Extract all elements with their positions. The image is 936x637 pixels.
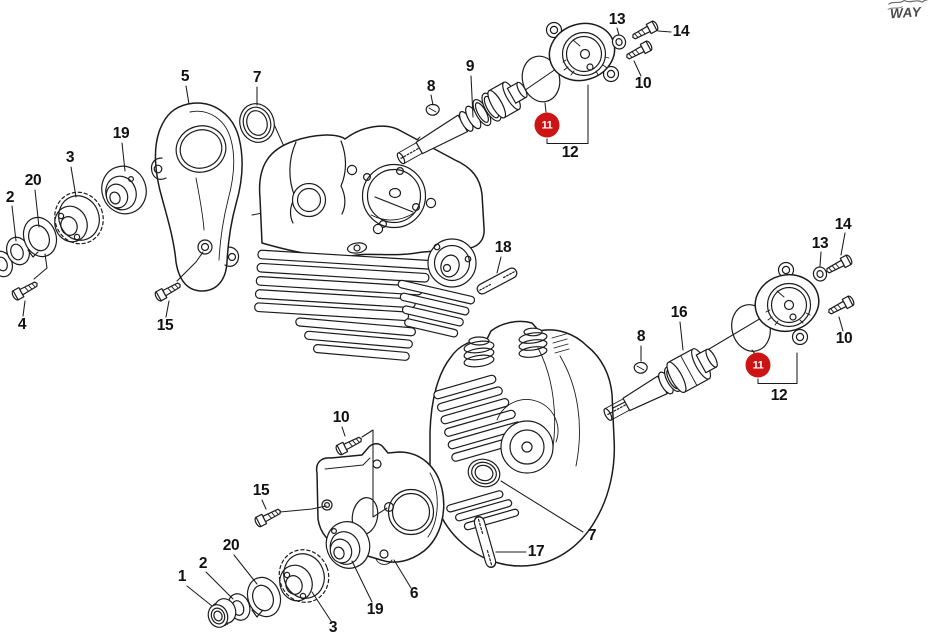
callout-bottom-19: 19 [366,601,384,618]
head-fins-lower [295,317,416,361]
callout-bottom-7: 7 [587,527,597,544]
highlighted-part-badge-bottom[interactable]: 11 [745,352,771,378]
leader-lines [11,27,846,622]
part-camshaft-16 [603,348,718,421]
vertical-cylinder-head [429,320,616,567]
part-washer-13-top [611,34,627,50]
part-screw-15-top [153,251,204,303]
horizontal-cylinder-head [254,125,485,361]
callout-top-13: 13 [608,11,626,28]
part-flange-12-bottom [754,261,820,346]
part-screw-10-top [623,39,654,63]
watermark-scribble [887,0,932,10]
callout-top-12: 12 [561,144,579,161]
part-key-8-top [425,103,440,116]
valve-springs [463,327,570,368]
part-lock-washer-20-top [22,216,58,258]
callout-top-5: 5 [180,68,190,85]
part-washer-13-bottom [812,266,828,282]
part-pulley-19-bottom [325,521,371,569]
callout-top-10: 10 [634,75,652,92]
part-stud-18 [474,265,520,297]
part-gear-3-bottom [278,549,330,603]
part-camshaft-9 [396,81,528,165]
head-fins-right [397,279,476,338]
callout-top-4: 4 [17,316,27,333]
callout-top-19: 19 [112,125,130,142]
part-ring-nut-1 [207,598,237,628]
callout-bottom-15: 15 [252,482,270,499]
part-seal-7-bottom [467,458,501,488]
badge-label: 11 [752,359,764,371]
callout-right-8: 8 [636,328,646,345]
part-screw-15-bottom [253,505,284,529]
badge-label: 11 [541,119,553,131]
callout-bottom-1: 1 [177,568,187,585]
callout-right-16: 16 [670,304,688,321]
part-gear-3-top [54,191,104,245]
vhead-fins [433,374,529,462]
callout-bottom-2: 2 [198,555,208,572]
callout-bottom-17: 17 [527,543,545,560]
callout-top-7: 7 [252,69,262,86]
part-screw-14-bottom [823,253,854,277]
callout-top-18: 18 [494,239,512,256]
head-fins-left [254,249,437,322]
part-screw-14-top [629,19,660,43]
part-screw-10-bottom-right [825,294,856,318]
callout-right-14: 14 [834,216,852,233]
highlighted-part-badge-top[interactable]: 11 [534,112,560,138]
part-pulley-19-top [101,165,147,215]
part-seal-7-top [239,103,275,143]
part-key-8-bottom [633,361,648,374]
callout-right-13: 13 [811,235,829,252]
callout-top-2: 2 [5,189,15,206]
callout-top-20: 20 [24,172,42,189]
callout-bottom-20: 20 [222,537,240,554]
part-washer-2-top [6,236,30,266]
watermark-logo: WAY [885,0,935,29]
callout-bottom-3: 3 [328,619,338,636]
callout-top-15: 15 [156,317,174,334]
callout-right-12: 12 [770,387,788,404]
callout-right-10: 10 [835,330,853,347]
callout-bottom-10: 10 [332,409,350,426]
watermark-text: WAY [889,4,922,22]
part-screw-10-bottom-left [334,433,365,457]
callout-top-9: 9 [465,58,475,75]
part-belt-cover-5 [150,102,243,292]
callout-top-3: 3 [65,149,75,166]
callout-top-8: 8 [426,78,436,95]
callout-bottom-6: 6 [409,585,419,602]
part-bolt-4 [10,253,48,302]
callout-top-14: 14 [672,23,690,40]
